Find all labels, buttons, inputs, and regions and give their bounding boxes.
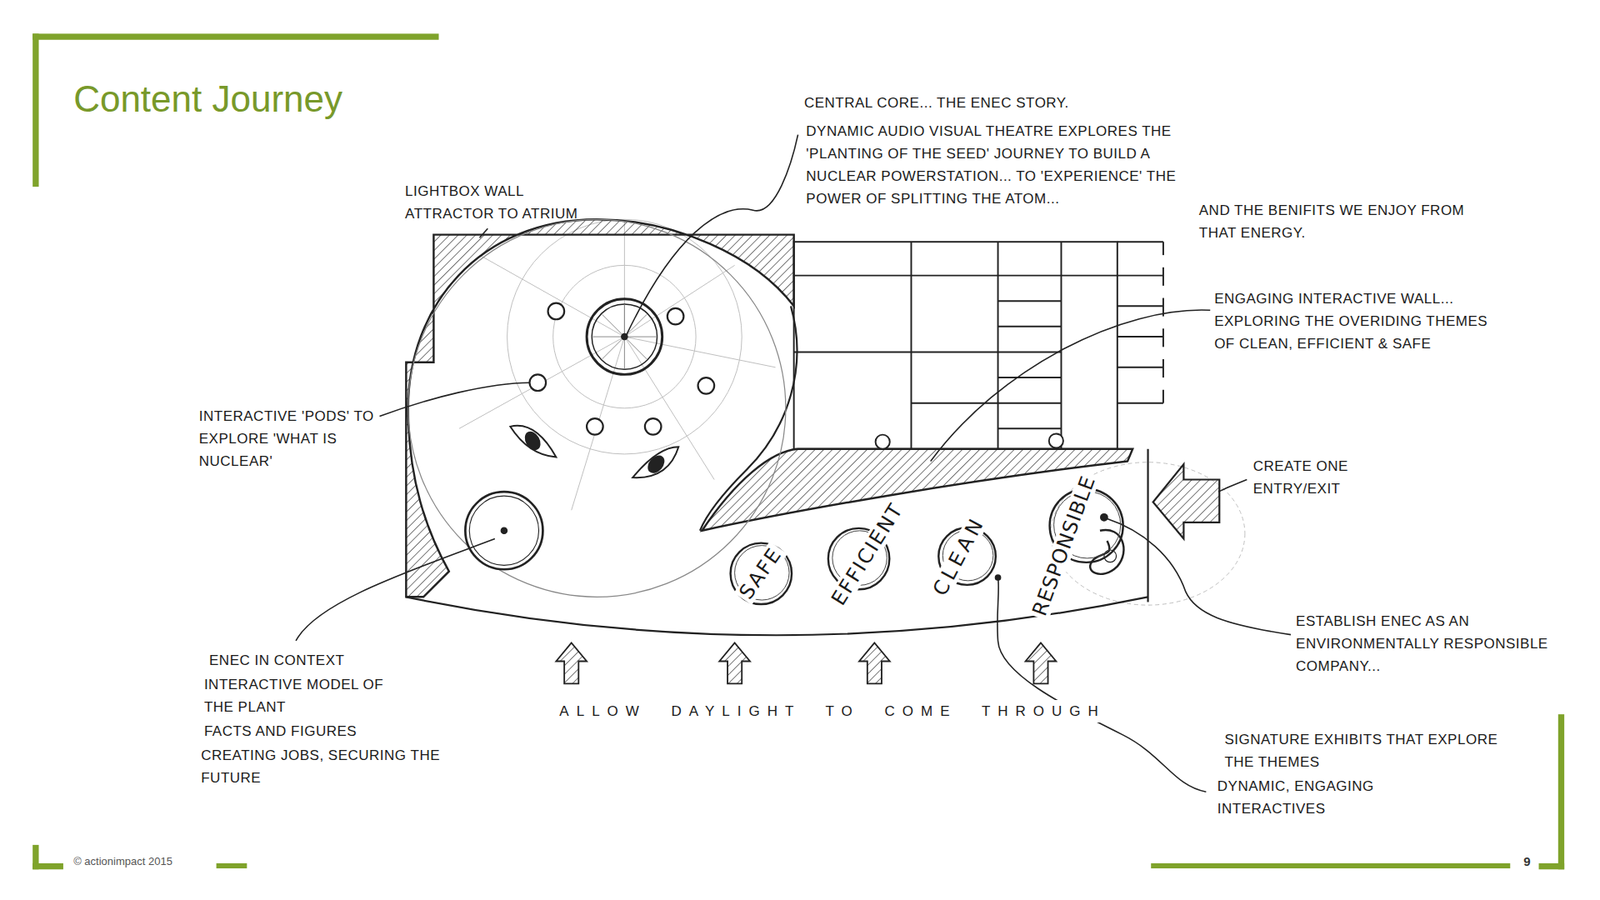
plant-model xyxy=(465,491,543,570)
theme-word: SAFE xyxy=(734,541,789,606)
entry-arrow xyxy=(1153,464,1220,539)
theme-circle: SAFE xyxy=(714,526,809,621)
leader-lines xyxy=(295,135,1291,793)
circle-outline xyxy=(995,426,1178,625)
grid-block xyxy=(794,241,1164,450)
central-core xyxy=(586,299,663,375)
annotation: INTERACTIVE 'PODS' TO EXPLORE 'WHAT IS N… xyxy=(199,405,383,473)
annotation: FACTS AND FIGURES xyxy=(204,720,480,743)
wall-screens xyxy=(875,433,1064,449)
theme-word: CLEAN xyxy=(927,510,990,602)
annotation: ENEC IN CONTEXT xyxy=(209,649,485,672)
annotation: CREATE ONE ENTRY/EXIT xyxy=(1253,455,1396,500)
annotation: ENGAGING INTERACTIVE WALL... EXPLORING T… xyxy=(1214,287,1488,355)
frame-bars xyxy=(32,33,1565,870)
lightbox-wall xyxy=(405,219,794,597)
interactive-pods xyxy=(530,303,715,435)
annotation: DYNAMIC AUDIO VISUAL THEATRE EXPLORES TH… xyxy=(805,120,1194,210)
theme-word: EFFICIENT xyxy=(825,496,909,611)
slide-title: Content Journey xyxy=(73,77,343,122)
annotation: LIGHTBOX WALL ATTRACTOR TO ATRIUM xyxy=(405,180,610,225)
annotation: CREATING JOBS, SECURING THE FUTURE xyxy=(200,744,446,790)
guide-lines xyxy=(459,219,1245,605)
annotation: SIGNATURE EXHIBITS THAT EXPLORE THE THEM… xyxy=(1224,728,1510,774)
annotation: INTERACTIVE MODEL OF THE PLANT xyxy=(204,673,388,719)
theme-circle: EFFICIENT xyxy=(792,492,925,625)
annotation: ALLOW DAYLIGHT TO COME THROUGH xyxy=(555,700,1109,723)
theme-circle: CLEAN xyxy=(910,499,1025,614)
page-number: 9 xyxy=(1523,855,1530,869)
room-outline xyxy=(405,219,1148,635)
eye-exhibits xyxy=(510,425,679,478)
theme-word: RESPONSIBLE xyxy=(1027,470,1100,622)
annotation: CENTRAL CORE... THE ENEC STORY. xyxy=(804,91,1151,115)
copyright-note: © actionimpact 2015 xyxy=(73,855,173,869)
annotation: DYNAMIC, ENGAGING INTERACTIVES xyxy=(1217,775,1453,820)
annotation: AND THE BENIFITS WE ENJOY FROM THAT ENER… xyxy=(1199,199,1475,245)
daylight-arrows xyxy=(555,642,1056,684)
annotation: ESTABLISH ENEC AS AN ENVIRONMENTALLY RES… xyxy=(1295,610,1564,678)
theme-circle: RESPONSIBLE xyxy=(995,426,1178,625)
